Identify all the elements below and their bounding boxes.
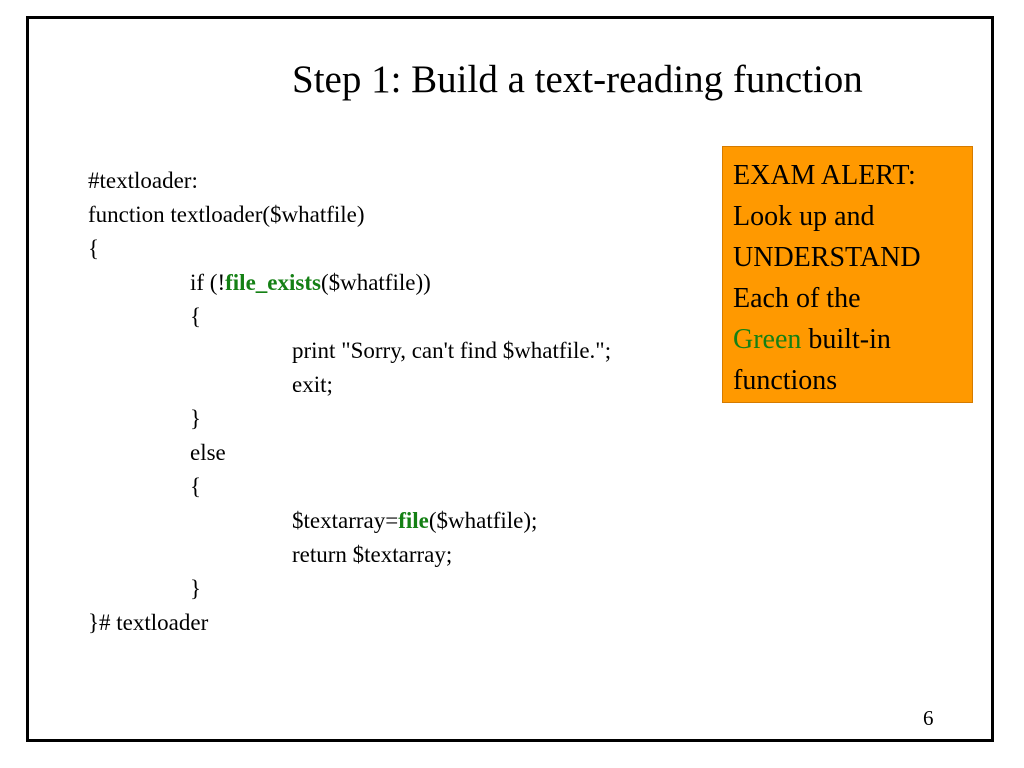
code-line: #textloader: <box>88 164 611 198</box>
code-line: { <box>88 232 611 266</box>
alert-line: Green built-in <box>733 319 972 360</box>
builtin-function-name: file <box>398 508 429 533</box>
code-text: { <box>190 304 202 329</box>
code-line: { <box>88 300 611 334</box>
builtin-function-name: file_exists <box>225 270 321 295</box>
page-number: 6 <box>923 706 934 730</box>
code-block: #textloader: function textloader($whatfil… <box>88 164 611 640</box>
code-line: else <box>88 436 611 470</box>
code-text: exit; <box>292 372 333 397</box>
alert-line: Look up and <box>733 196 972 237</box>
alert-text: EXAM ALERT: <box>733 160 916 191</box>
alert-green-word: Green <box>733 324 802 355</box>
code-line: } <box>88 572 611 606</box>
code-line: }# textloader <box>88 606 611 640</box>
alert-text: built-in <box>801 324 891 355</box>
code-text: return $textarray; <box>292 542 453 567</box>
code-text: ($whatfile)) <box>320 270 431 295</box>
code-line: if (!file_exists($whatfile)) <box>88 266 611 300</box>
alert-line: EXAM ALERT: <box>733 155 972 196</box>
alert-text: Each of the <box>733 283 861 314</box>
code-line: exit; <box>88 368 611 402</box>
code-text: #textloader: <box>88 168 198 193</box>
code-line: return $textarray; <box>88 538 611 572</box>
code-line: $textarray=file($whatfile); <box>88 504 611 538</box>
code-text: } <box>190 576 202 601</box>
alert-line: UNDERSTAND <box>733 237 972 278</box>
alert-text: Look up and <box>733 201 875 232</box>
code-text: if (! <box>190 270 226 295</box>
code-text: print "Sorry, can't find $whatfile."; <box>292 338 612 363</box>
code-text: $textarray= <box>292 508 399 533</box>
code-text: function textloader($whatfile) <box>88 202 365 227</box>
alert-line: functions <box>733 360 972 401</box>
code-line: function textloader($whatfile) <box>88 198 611 232</box>
alert-text: functions <box>733 365 838 396</box>
code-line: print "Sorry, can't find $whatfile."; <box>88 334 611 368</box>
code-text: }# textloader <box>88 610 209 635</box>
code-text: else <box>190 440 226 465</box>
slide-frame <box>26 16 994 742</box>
code-text: { <box>190 474 202 499</box>
code-text: ($whatfile); <box>428 508 538 533</box>
code-line: } <box>88 402 611 436</box>
code-text: { <box>88 236 100 261</box>
code-text: } <box>190 406 202 431</box>
slide-title: Step 1: Build a text-reading function <box>292 58 863 101</box>
alert-line: Each of the <box>733 278 972 319</box>
code-line: { <box>88 470 611 504</box>
alert-text: UNDERSTAND <box>733 242 921 273</box>
